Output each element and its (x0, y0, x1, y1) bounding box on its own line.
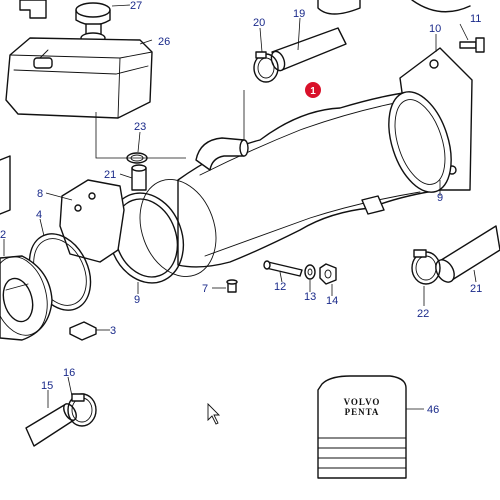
hose-top (270, 27, 347, 72)
callout-27: 27 (130, 0, 142, 12)
screw-top-right (459, 37, 485, 53)
callout-12: 12 (274, 281, 286, 293)
hose-bottom-left (25, 403, 77, 447)
callout-4: 4 (36, 209, 42, 221)
callout-8: 8 (37, 188, 43, 200)
callout-21-left: 21 (104, 169, 116, 181)
gasket-small (69, 321, 97, 341)
hose-clamp-right (411, 249, 441, 285)
screw-small (226, 279, 238, 293)
callout-19: 19 (293, 8, 305, 20)
leader-lines (3, 4, 477, 410)
hose-right (435, 225, 500, 283)
manual-title-line2: PENTA (345, 407, 380, 417)
hose-clamp-bottom (67, 393, 97, 427)
callout-13: 13 (304, 291, 316, 303)
callout-9-right: 9 (437, 192, 443, 204)
callout-16: 16 (63, 367, 75, 379)
callout-20: 20 (253, 17, 265, 29)
part-left-edge (0, 155, 11, 215)
callout-23: 23 (134, 121, 146, 133)
callout-9-left: 9 (134, 294, 140, 306)
nut (319, 263, 337, 285)
instruction-manual (317, 375, 407, 479)
fitting-left (131, 164, 147, 191)
callout-46: 46 (427, 404, 439, 416)
manual-title-line1: VOLVO (344, 397, 381, 407)
hose-clamp-top (253, 51, 279, 83)
washer (304, 264, 316, 280)
callout-21-right: 21 (470, 283, 482, 295)
cover-plate (59, 179, 125, 263)
callout-3: 3 (110, 325, 116, 337)
callout-10: 10 (429, 23, 441, 35)
reference-badge: 1 (305, 82, 321, 98)
expansion-tank (5, 37, 153, 119)
filler-cap (75, 2, 111, 44)
callout-22: 22 (417, 308, 429, 320)
badge-number: 1 (310, 86, 316, 97)
callout-7: 7 (202, 283, 208, 295)
callout-15: 15 (41, 380, 53, 392)
bracket-top-left (19, 0, 47, 19)
callout-11: 11 (470, 13, 481, 25)
mouse-cursor-icon (207, 402, 221, 425)
cover-top-right (317, 0, 471, 15)
end-cover (0, 255, 53, 341)
callout-2: 2 (0, 229, 6, 241)
stud-bolt (263, 260, 303, 277)
callout-26: 26 (158, 36, 170, 48)
charge-air-cooler (177, 91, 452, 268)
callout-14: 14 (326, 295, 338, 307)
